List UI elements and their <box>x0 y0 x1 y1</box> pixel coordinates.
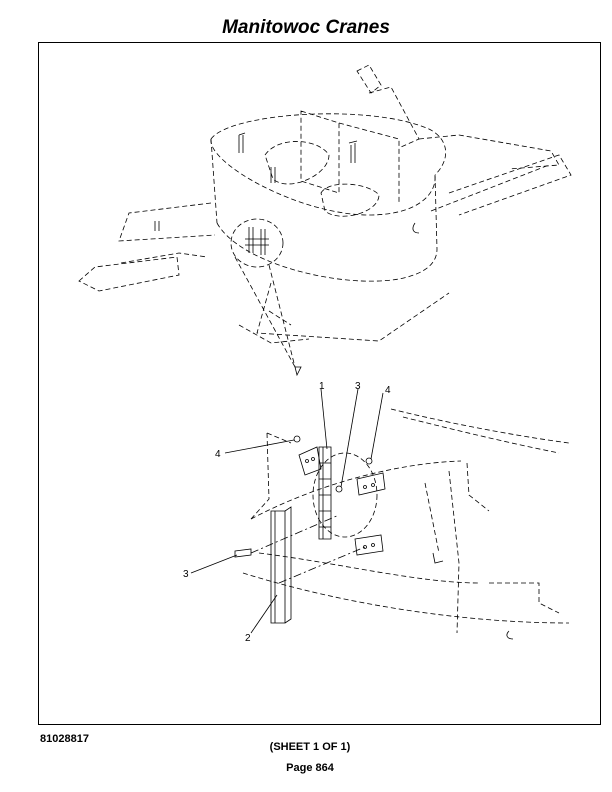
carbody-assembly-view <box>78 64 572 377</box>
document-number: 81028817 <box>40 733 89 745</box>
callout-4-right: 4 <box>385 385 391 396</box>
callout-4-left: 4 <box>215 449 221 460</box>
callout-1: 1 <box>319 381 325 392</box>
callout-3-top: 3 <box>355 381 361 392</box>
callout-2: 2 <box>245 633 251 644</box>
parts-diagram: 1 3 4 4 3 2 <box>78 64 572 644</box>
sheet-label: (SHEET 1 OF 1) <box>269 741 351 753</box>
detail-exploded-view: 1 3 4 4 3 2 <box>183 381 570 644</box>
drawing-frame: 1 3 4 4 3 2 <box>38 42 601 725</box>
page-title: Manitowoc Cranes <box>222 17 390 38</box>
callout-3-left: 3 <box>183 569 189 580</box>
page-number: Page 864 <box>286 762 334 774</box>
